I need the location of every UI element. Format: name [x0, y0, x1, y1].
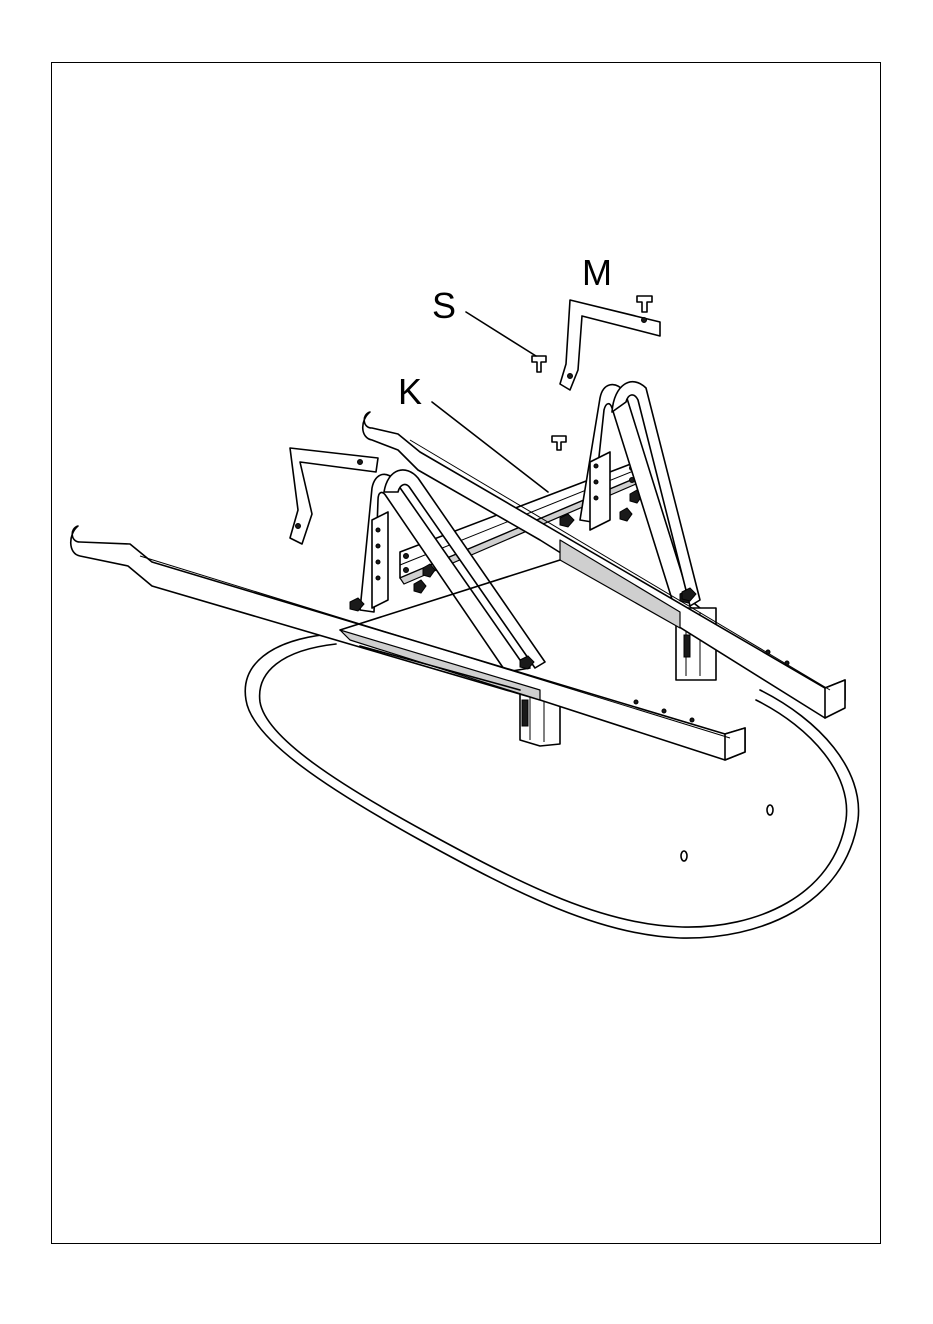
label-m: M [582, 252, 612, 293]
label-s: S [432, 285, 456, 326]
stay-left [290, 448, 378, 544]
label-k: K [398, 371, 422, 412]
stay-m [560, 300, 660, 390]
leader-s [466, 312, 536, 356]
